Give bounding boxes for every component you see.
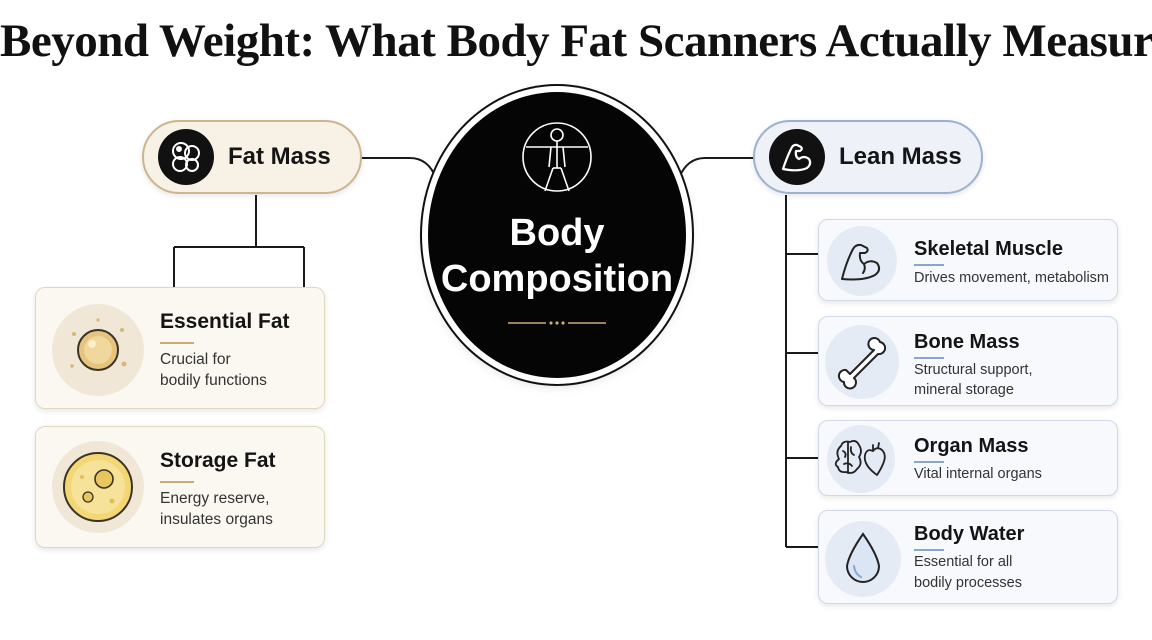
fat-mass-node: Fat Mass [142, 120, 362, 194]
fat-mass-label: Fat Mass [228, 143, 331, 170]
organ-mass-description: Vital internal organs [914, 466, 1042, 482]
essential-fat-card: Essential Fat Crucial for bodily functio… [35, 287, 325, 409]
fat-children-connector [173, 195, 305, 287]
page-title: Beyond Weight: What Body Fat Scanners Ac… [0, 15, 1152, 67]
lean-hub-connector [678, 157, 753, 179]
essential-fat-rule [160, 342, 194, 344]
brain-heart-icon [827, 425, 895, 493]
fat-cells-icon [158, 129, 214, 185]
fat-hub-connector [362, 157, 437, 179]
lean-children-connector [785, 195, 818, 548]
bone-mass-description: Structural support, mineral storage [914, 362, 1033, 398]
essential-fat-cell-icon [52, 304, 144, 396]
skeletal-muscle-rule [914, 264, 944, 266]
essential-fat-description: Crucial for bodily functions [160, 351, 267, 389]
body-water-title: Body Water [914, 523, 1025, 545]
hub-divider [508, 321, 606, 325]
skeletal-muscle-title: Skeletal Muscle [914, 238, 1063, 260]
storage-fat-rule [160, 481, 194, 483]
bone-mass-card: Bone Mass Structural support, mineral st… [818, 316, 1118, 406]
water-drop-icon [825, 521, 901, 597]
skeletal-muscle-description: Drives movement, metabolism [914, 270, 1109, 286]
bone-mass-title: Bone Mass [914, 331, 1020, 353]
body-water-description: Essential for all bodily processes [914, 554, 1022, 591]
storage-fat-description: Energy reserve, insulates organs [160, 490, 273, 528]
hub-title-line2: Composition [440, 258, 674, 300]
bone-icon [825, 325, 899, 399]
storage-fat-card: Storage Fat Energy reserve, insulates or… [35, 426, 325, 548]
storage-fat-title: Storage Fat [160, 449, 276, 472]
essential-fat-title: Essential Fat [160, 310, 290, 333]
hub-title: Body Composition [428, 210, 686, 302]
body-composition-hub: Body Composition [428, 92, 686, 378]
organ-mass-card: Organ Mass Vital internal organs [818, 420, 1118, 496]
lean-mass-node: Lean Mass [753, 120, 983, 194]
bone-mass-rule [914, 357, 944, 359]
hub-title-line1: Body [509, 212, 605, 254]
vitruvian-man-icon [522, 122, 592, 192]
flexed-arm-icon [769, 129, 825, 185]
lean-mass-label: Lean Mass [839, 143, 962, 170]
muscle-arm-icon [827, 226, 897, 296]
body-water-card: Body Water Essential for all bodily proc… [818, 510, 1118, 604]
organ-mass-rule [914, 461, 944, 463]
skeletal-muscle-card: Skeletal Muscle Drives movement, metabol… [818, 219, 1118, 301]
body-water-rule [914, 549, 944, 551]
organ-mass-title: Organ Mass [914, 435, 1029, 457]
storage-fat-cell-icon [52, 441, 144, 533]
